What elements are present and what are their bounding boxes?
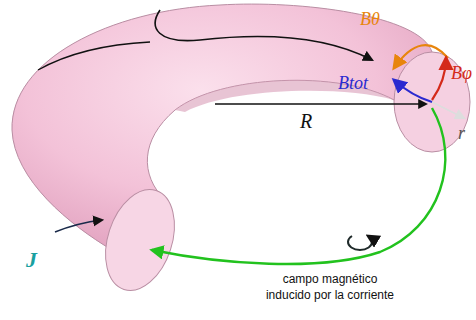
field-label: Bφ: [451, 62, 472, 85]
dimension-label: R: [300, 108, 312, 134]
label-holder: Btot: [338, 72, 368, 95]
current-arrow: [152, 108, 445, 264]
field-label: Bθ: [360, 8, 380, 31]
label-holder: r: [458, 122, 465, 145]
label-holder: Bθ: [360, 8, 380, 31]
b-theta-arrow: [394, 45, 448, 68]
label-holder: J: [26, 246, 37, 275]
major-radius-arrow: [215, 103, 426, 104]
field-line: [155, 10, 372, 60]
field-line: [38, 42, 150, 70]
dimension-label: r: [458, 122, 465, 145]
note-text: campo magnético inducido por la corrient…: [262, 272, 398, 303]
label-holder: R: [300, 108, 312, 134]
b-phi-arrow: [432, 58, 446, 100]
field-label: Btot: [338, 72, 368, 95]
left-cross-section: [93, 181, 186, 300]
label-holder: campo magnético inducido por la corrient…: [262, 272, 398, 303]
label-holder: Bφ: [451, 62, 472, 85]
b-total-arrow: [394, 80, 432, 102]
rotation-symbol: [348, 236, 372, 250]
torus-body: [12, 4, 432, 250]
field-line: [55, 220, 102, 232]
current-label: J: [26, 246, 37, 275]
